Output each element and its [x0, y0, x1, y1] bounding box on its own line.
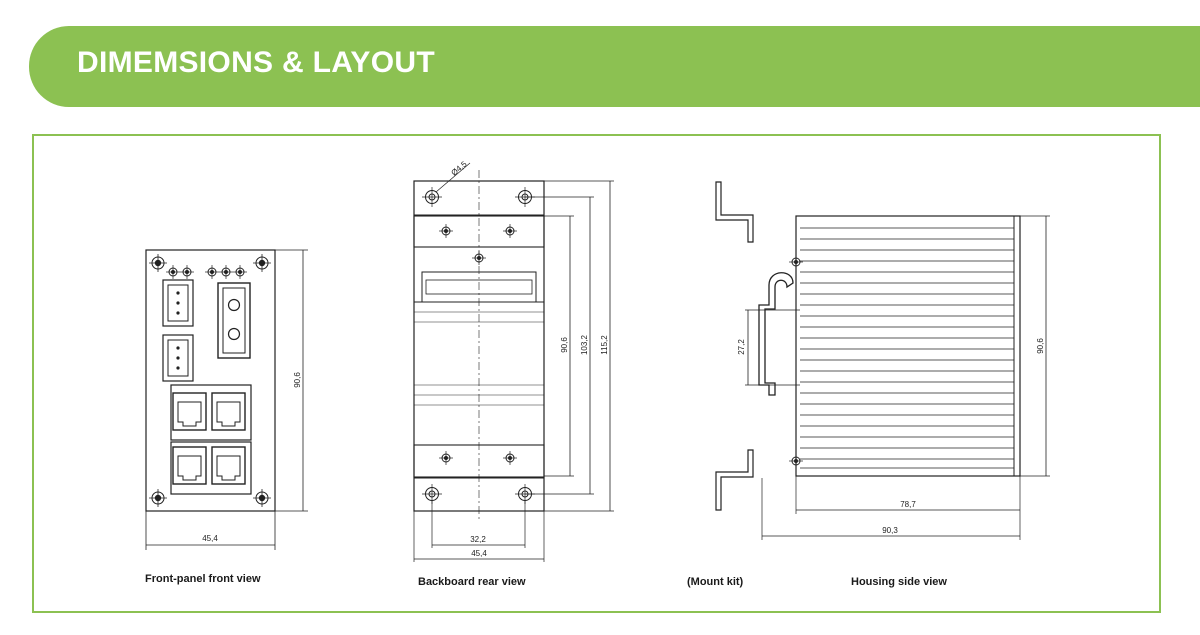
- front-view-caption: Front-panel front view: [145, 573, 261, 585]
- side-height-label: 90,6: [1036, 338, 1045, 354]
- rear-dim-c-label: 115,2: [600, 335, 609, 355]
- side-total-depth-label: 90,3: [882, 526, 898, 535]
- rear-view-caption: Backboard rear view: [418, 576, 526, 588]
- rear-dim-b-label: 103,2: [580, 334, 589, 355]
- side-view-caption: Housing side view: [851, 576, 947, 588]
- rear-hole-label: Ø4,5: [450, 159, 469, 177]
- rear-dim-a-label: 90,6: [560, 337, 569, 353]
- section-title: DIMEMSIONS & LAYOUT: [77, 46, 435, 79]
- housing-side-view: 90,6 78,7 90,3: [762, 215, 1050, 540]
- front-height-label: 90,6: [293, 372, 302, 388]
- rear-hole-spacing-label: 32,2: [470, 535, 486, 544]
- front-width-label: 45,4: [202, 534, 218, 543]
- rear-view: Ø4,5 32,2 45,4 90,6 103,2 115,2: [413, 159, 614, 562]
- mount-rail-label: 27,2: [737, 339, 746, 355]
- mount-kit-view: 27,2: [715, 181, 804, 540]
- rear-width-label: 45,4: [471, 549, 487, 558]
- side-depth-label: 78,7: [900, 500, 916, 509]
- section-header-banner: DIMEMSIONS & LAYOUT: [29, 26, 1200, 107]
- diagram-frame: [32, 134, 1161, 613]
- mount-kit-caption: (Mount kit): [687, 576, 744, 588]
- front-panel-view: 45,4 90,6: [145, 249, 308, 550]
